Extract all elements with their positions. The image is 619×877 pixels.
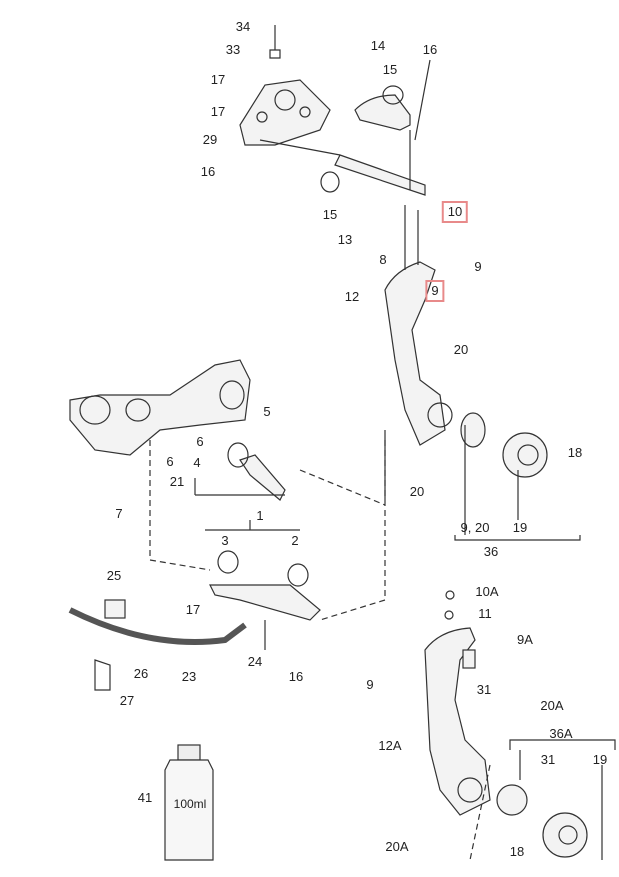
callout-20: 20	[453, 342, 469, 357]
callout-33: 33	[225, 42, 241, 57]
callout-16: 16	[422, 42, 438, 57]
callout-17: 17	[210, 72, 226, 87]
callout-1: 1	[256, 508, 264, 523]
callout-12A: 12A	[378, 738, 402, 753]
callout-10-highlighted[interactable]: 10	[441, 201, 469, 223]
callout-15: 15	[322, 207, 338, 222]
callout-36A: 36A	[549, 726, 573, 741]
callout-20A: 20A	[385, 839, 409, 854]
callout-13: 13	[337, 232, 353, 247]
callout-9-highlighted[interactable]: 9	[425, 280, 445, 302]
callout-9: 9	[366, 677, 374, 692]
upper-control-arms	[259, 59, 431, 196]
callout-41: 41	[137, 790, 153, 805]
callout-26: 26	[133, 666, 149, 681]
callout-5: 5	[263, 404, 271, 419]
callout-6: 6	[166, 454, 174, 469]
callout-10A: 10A	[475, 584, 499, 599]
callout-17: 17	[185, 602, 201, 617]
callout-31: 31	[476, 682, 492, 697]
callout-23: 23	[181, 669, 197, 684]
callout-9: 9	[474, 259, 482, 274]
callout-29: 29	[202, 132, 218, 147]
callout-4: 4	[193, 455, 201, 470]
callout-25: 25	[106, 568, 122, 583]
callout-18: 18	[509, 844, 525, 859]
callout-15: 15	[382, 62, 398, 77]
callout-34: 34	[235, 19, 251, 34]
callout-24: 24	[247, 654, 263, 669]
steering-knuckle-a	[424, 590, 616, 861]
callout-27: 27	[119, 693, 135, 708]
callout-8: 8	[379, 252, 387, 267]
callout-7: 7	[115, 506, 123, 521]
callout-21: 21	[169, 474, 185, 489]
bottle-label: 100ml	[173, 797, 207, 811]
callout-16: 16	[288, 669, 304, 684]
callout-12: 12	[344, 289, 360, 304]
callout-2: 2	[291, 533, 299, 548]
callout-11: 11	[478, 606, 492, 621]
callout-20A: 20A	[540, 698, 564, 713]
strut-mount	[239, 25, 331, 146]
steering-knuckle	[384, 205, 581, 541]
callout-9A: 9A	[517, 632, 533, 647]
callout-20: 20	[409, 484, 425, 499]
callout-14: 14	[370, 38, 386, 53]
callout-9-20: 9, 20	[460, 520, 490, 535]
callout-18: 18	[567, 445, 583, 460]
callout-19: 19	[592, 752, 608, 767]
callout-17: 17	[210, 104, 226, 119]
grease-bottle-icon	[164, 744, 214, 861]
lower-arm-and-stabilizer	[68, 520, 321, 691]
callout-19: 19	[512, 520, 528, 535]
callout-36: 36	[483, 544, 499, 559]
callout-6: 6	[196, 434, 204, 449]
callout-31: 31	[540, 752, 556, 767]
callout-16: 16	[200, 164, 216, 179]
subframe	[69, 359, 386, 621]
callout-3: 3	[221, 533, 229, 548]
